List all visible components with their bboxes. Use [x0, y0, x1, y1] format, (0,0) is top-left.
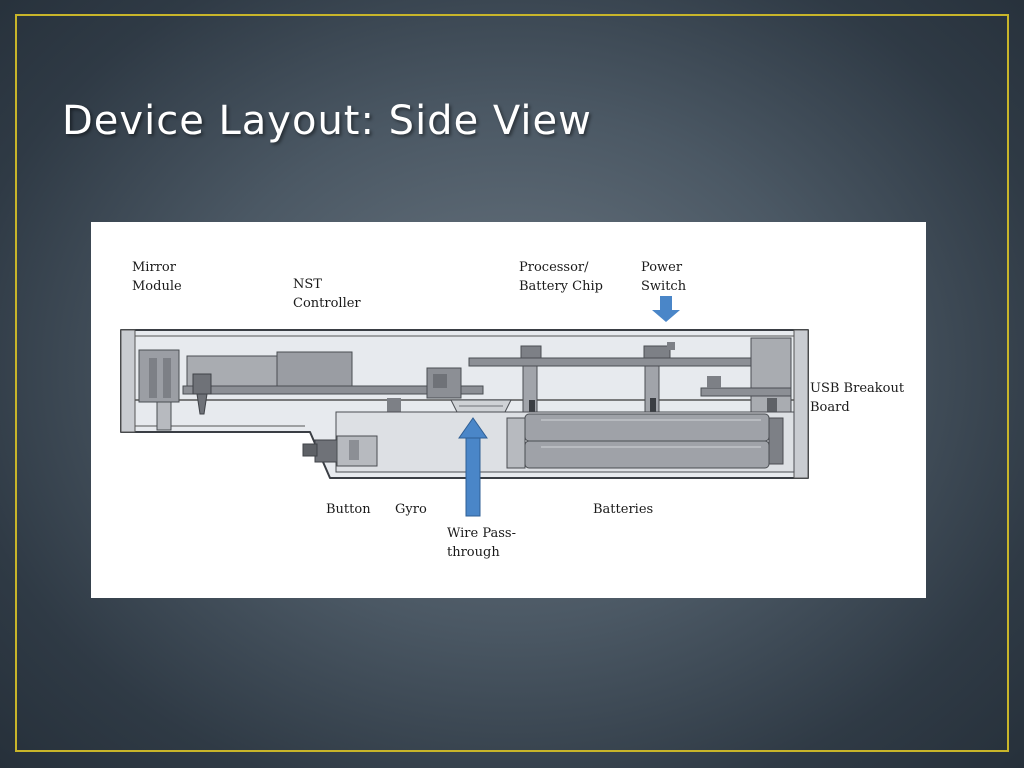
- figure-edge-fade: [851, 222, 926, 598]
- batteries-part: [524, 413, 784, 469]
- label-wire-pass-through: Wire Pass- through: [447, 526, 516, 560]
- device-side-view-figure: Mirror Module NST Controller Processor/ …: [91, 222, 926, 598]
- usb-breakout-part: [700, 337, 792, 416]
- label-batteries: Batteries: [593, 502, 654, 517]
- mirror-module-part: [138, 349, 180, 431]
- label-usb-breakout-board: USB Breakout Board: [810, 381, 905, 415]
- slide-frame: [15, 14, 1009, 752]
- power-switch-part: [643, 342, 675, 417]
- label-power-switch: Power Switch: [641, 260, 687, 294]
- power-switch-arrow: [652, 296, 680, 322]
- device-cad-drawing: [120, 296, 809, 517]
- label-nst-controller: NST Controller: [293, 277, 361, 311]
- center-board-part: [387, 367, 462, 414]
- left-cap: [120, 329, 136, 433]
- label-gyro: Gyro: [395, 502, 427, 517]
- label-processor-battery-chip: Processor/ Battery Chip: [519, 260, 603, 294]
- wire-pass-through-arrow: [458, 417, 488, 517]
- button-part: [302, 435, 378, 467]
- label-mirror-module: Mirror Module: [132, 260, 182, 294]
- wire-pass-through-part: [450, 399, 512, 413]
- processor-board-part: [468, 345, 792, 417]
- nst-controller-part: [182, 351, 484, 415]
- slide-title: Device Layout: Side View: [62, 98, 592, 144]
- label-button: Button: [326, 502, 371, 517]
- right-cap: [793, 329, 809, 479]
